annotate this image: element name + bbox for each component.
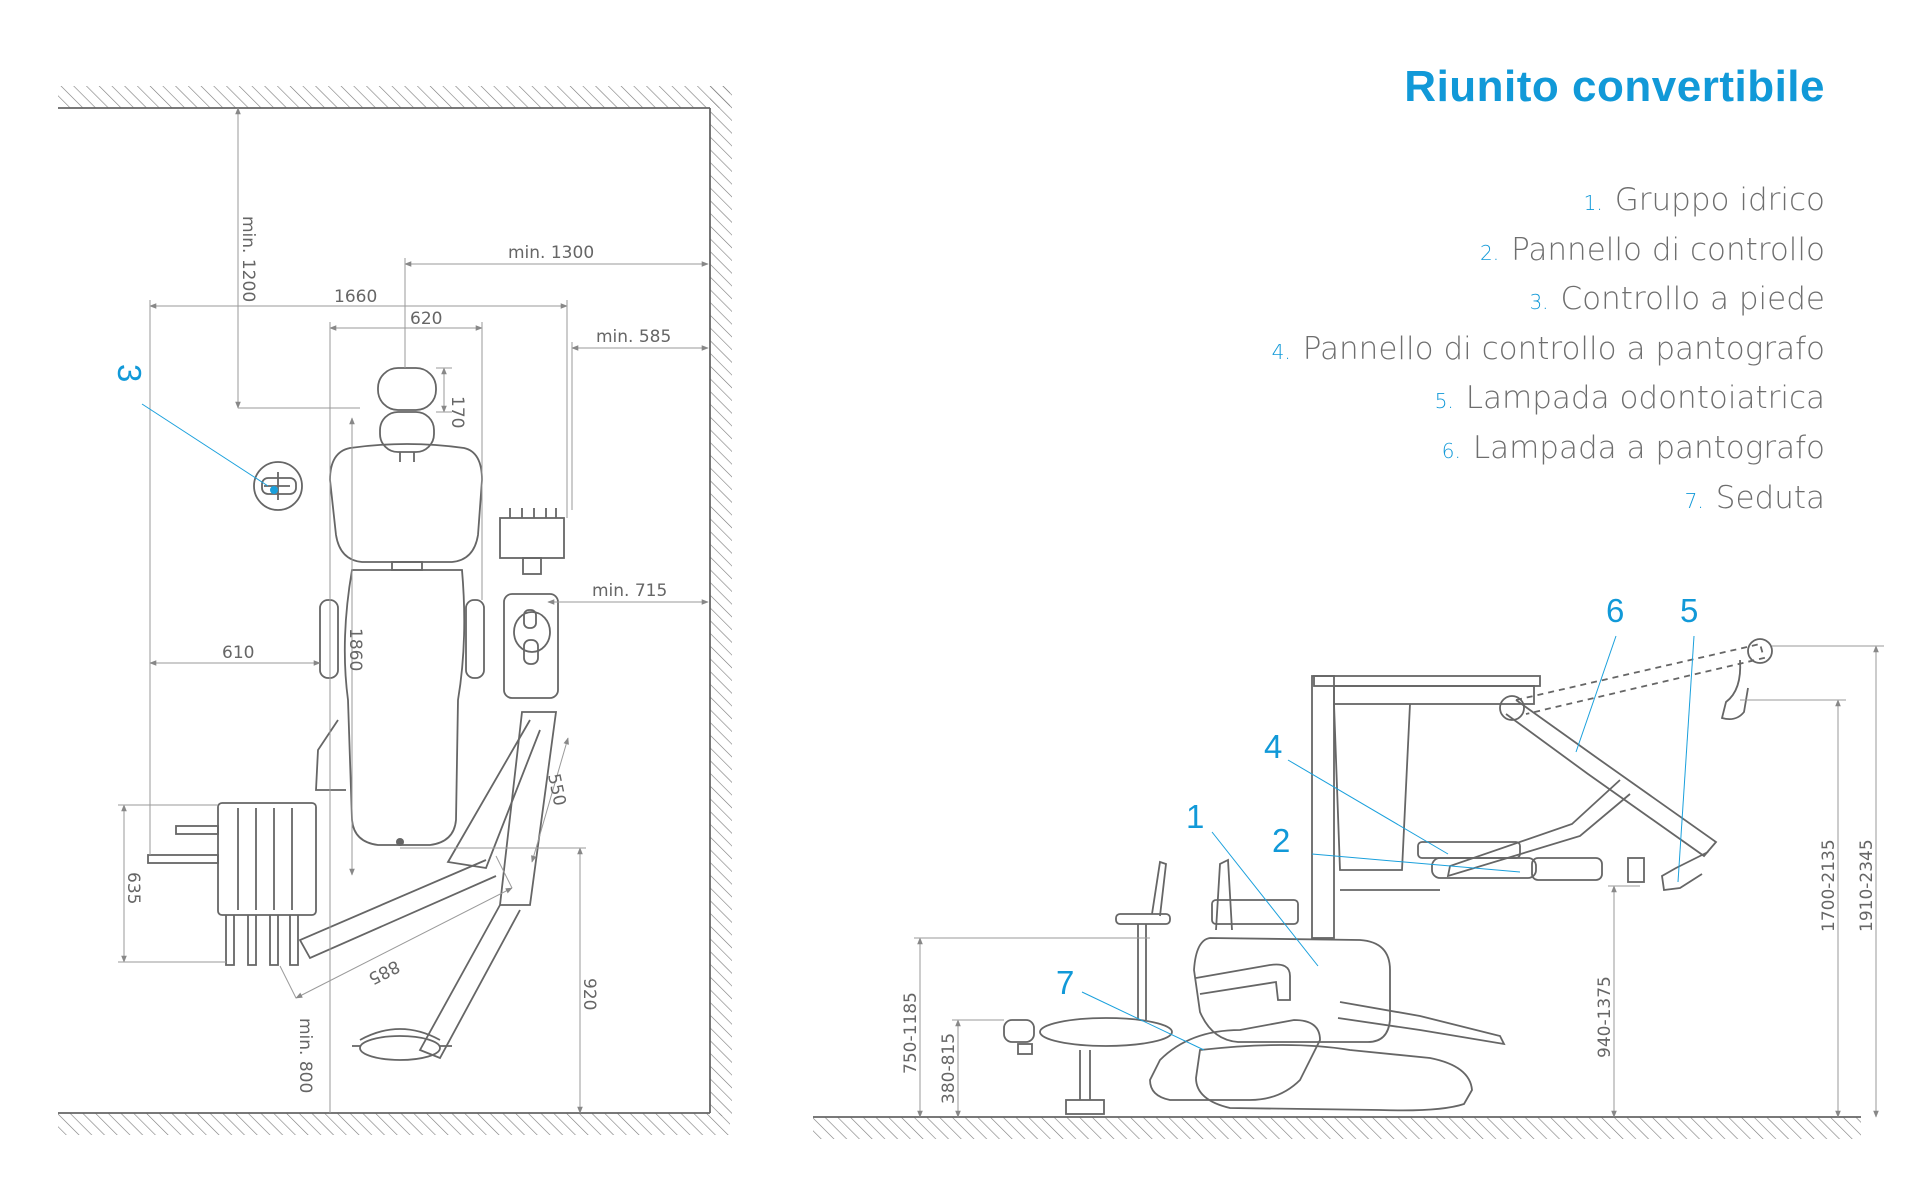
legend-number: 5. xyxy=(1434,389,1454,414)
pantograph-lamp-side xyxy=(1417,638,1773,892)
legend-item: 5. Lampada odontoiatrica xyxy=(1272,374,1825,424)
legend-list: 1. Gruppo idrico 2. Pannello di controllo … xyxy=(1272,176,1825,523)
dim-380-815: 380-815 xyxy=(939,1033,959,1104)
dim-min-585: min. 585 xyxy=(596,327,671,347)
callout-3: 3 xyxy=(111,364,148,382)
callout-6: 6 xyxy=(1606,592,1624,629)
dim-1660: 1660 xyxy=(334,287,377,307)
chair-top-view xyxy=(315,367,485,846)
dim-170: 170 xyxy=(447,396,467,428)
legend-item: 1. Gruppo idrico xyxy=(1272,176,1825,226)
pantograph-arm-top-view xyxy=(298,711,558,1061)
legend-label: Pannello di controllo a pantografo xyxy=(1302,330,1825,367)
legend-label: Controllo a piede xyxy=(1560,281,1825,318)
callout-1: 1 xyxy=(1186,798,1204,835)
floor-plan: min. 1200 min. 1300 1660 620 min. 585 17… xyxy=(58,86,732,1135)
dim-min-1200: min. 1200 xyxy=(238,216,258,302)
side-elevation: 750-1185 380-815 940-1375 1700-2135 1910… xyxy=(813,592,1884,1139)
dim-1910-2345: 1910-2345 xyxy=(1857,839,1877,932)
legend-label: Pannello di controllo xyxy=(1511,231,1825,268)
legend-label: Gruppo idrico xyxy=(1614,182,1825,218)
legend-item: 2. Pannello di controllo xyxy=(1272,226,1825,276)
dim-635: 635 xyxy=(123,872,143,904)
dim-750-1185: 750-1185 xyxy=(901,992,921,1074)
dim-920: 920 xyxy=(579,978,599,1010)
callout-7: 7 xyxy=(1056,964,1074,1001)
legend-number: 4. xyxy=(1271,339,1291,364)
dim-min-800: min. 800 xyxy=(295,1018,315,1093)
instrument-table-top-view xyxy=(147,802,317,966)
legend-number: 7. xyxy=(1684,488,1704,513)
legend-label: Lampada a pantografo xyxy=(1472,429,1825,466)
legend-number: 1. xyxy=(1583,191,1603,215)
assistant-stool xyxy=(1115,860,1171,1020)
dim-1700-2135: 1700-2135 xyxy=(1819,839,1839,932)
foot-control xyxy=(253,461,303,511)
water-group-top-view xyxy=(499,508,565,699)
wall-right xyxy=(710,86,732,1116)
page-title: Riunito convertibile xyxy=(1404,62,1825,111)
dim-550: 550 xyxy=(543,772,569,808)
chair-side-view xyxy=(1149,858,1506,1112)
dim-min-1300: min. 1300 xyxy=(508,243,594,263)
callout-leaders xyxy=(1081,635,1695,1051)
legend-item: 3. Controllo a piede xyxy=(1272,275,1825,325)
dim-620: 620 xyxy=(410,309,442,329)
floor xyxy=(813,1117,1861,1139)
legend-label: Lampada odontoiatrica xyxy=(1465,380,1825,417)
legend-item: 4. Pannello di controllo a pantografo xyxy=(1272,325,1825,375)
dim-940-1375: 940-1375 xyxy=(1595,976,1615,1058)
operator-seat xyxy=(1003,1017,1173,1115)
callout-4: 4 xyxy=(1264,728,1282,765)
legend-number: 3. xyxy=(1529,290,1549,315)
callout-2: 2 xyxy=(1272,822,1290,859)
legend-label: Seduta xyxy=(1715,479,1825,516)
legend-number: 2. xyxy=(1480,240,1500,265)
wall-bottom xyxy=(58,1113,730,1135)
dim-1860: 1860 xyxy=(345,628,365,671)
wall-top xyxy=(58,86,730,108)
dim-min-715: min. 715 xyxy=(592,581,667,601)
legend-item: 6. Lampada a pantografo xyxy=(1272,424,1825,474)
water-group-side xyxy=(1211,675,1541,939)
plan-dimension-lines xyxy=(118,107,709,1114)
legend-number: 6. xyxy=(1441,438,1461,463)
callout-5: 5 xyxy=(1680,592,1698,629)
dim-610: 610 xyxy=(222,643,254,663)
side-dimension-lines xyxy=(914,645,1884,1118)
legend-item: 7. Seduta xyxy=(1272,474,1825,524)
